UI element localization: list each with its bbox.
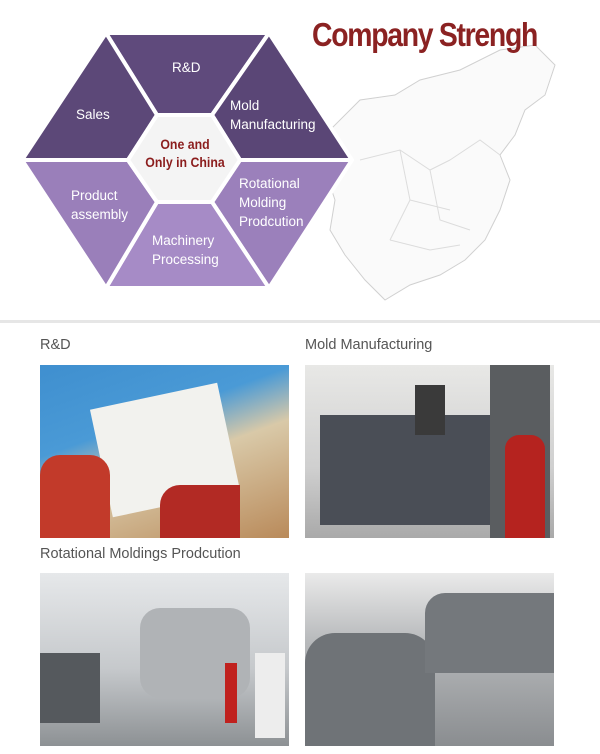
caption-rd: R&D (40, 337, 71, 353)
label-line: Machinery (152, 233, 215, 248)
caption-rotational: Rotational Moldings Prodcution (40, 546, 241, 562)
label-line: Molding (239, 195, 287, 210)
label-line: Mold (230, 98, 260, 113)
center-hexagon (126, 113, 242, 204)
label-line: assembly (71, 207, 129, 222)
photo-finished-products (305, 573, 554, 746)
china-map-illustration (324, 44, 556, 301)
label-line: Product (71, 188, 118, 203)
page-title: Company Strengh (312, 16, 538, 53)
photo-rotational-molding-machine (40, 573, 289, 746)
photo-rd-engineer-reviewing-drawings (40, 365, 289, 538)
segment-rd-label: R&D (172, 60, 201, 75)
label-line: Prodcution (239, 214, 304, 229)
segment-mold-label: Mold Manufacturing (230, 96, 316, 134)
photo-mold-cnc-machine (305, 365, 554, 538)
strength-hexagon (20, 31, 354, 290)
label-line: One and (160, 136, 210, 152)
label-line: Rotational (239, 176, 300, 191)
caption-mold: Mold Manufacturing (305, 337, 433, 353)
segment-assembly-label: Product assembly (71, 186, 128, 224)
segment-rotational-label: Rotational Molding Prodcution (239, 174, 304, 231)
label-line: Manufacturing (230, 117, 316, 132)
segment-machinery-label: Machinery Processing (152, 231, 219, 269)
center-label: One and Only in China (137, 135, 234, 171)
section-divider (0, 320, 600, 323)
label-line: Only in China (145, 154, 225, 170)
segment-sales-label: Sales (76, 107, 110, 122)
label-line: Processing (152, 252, 219, 267)
